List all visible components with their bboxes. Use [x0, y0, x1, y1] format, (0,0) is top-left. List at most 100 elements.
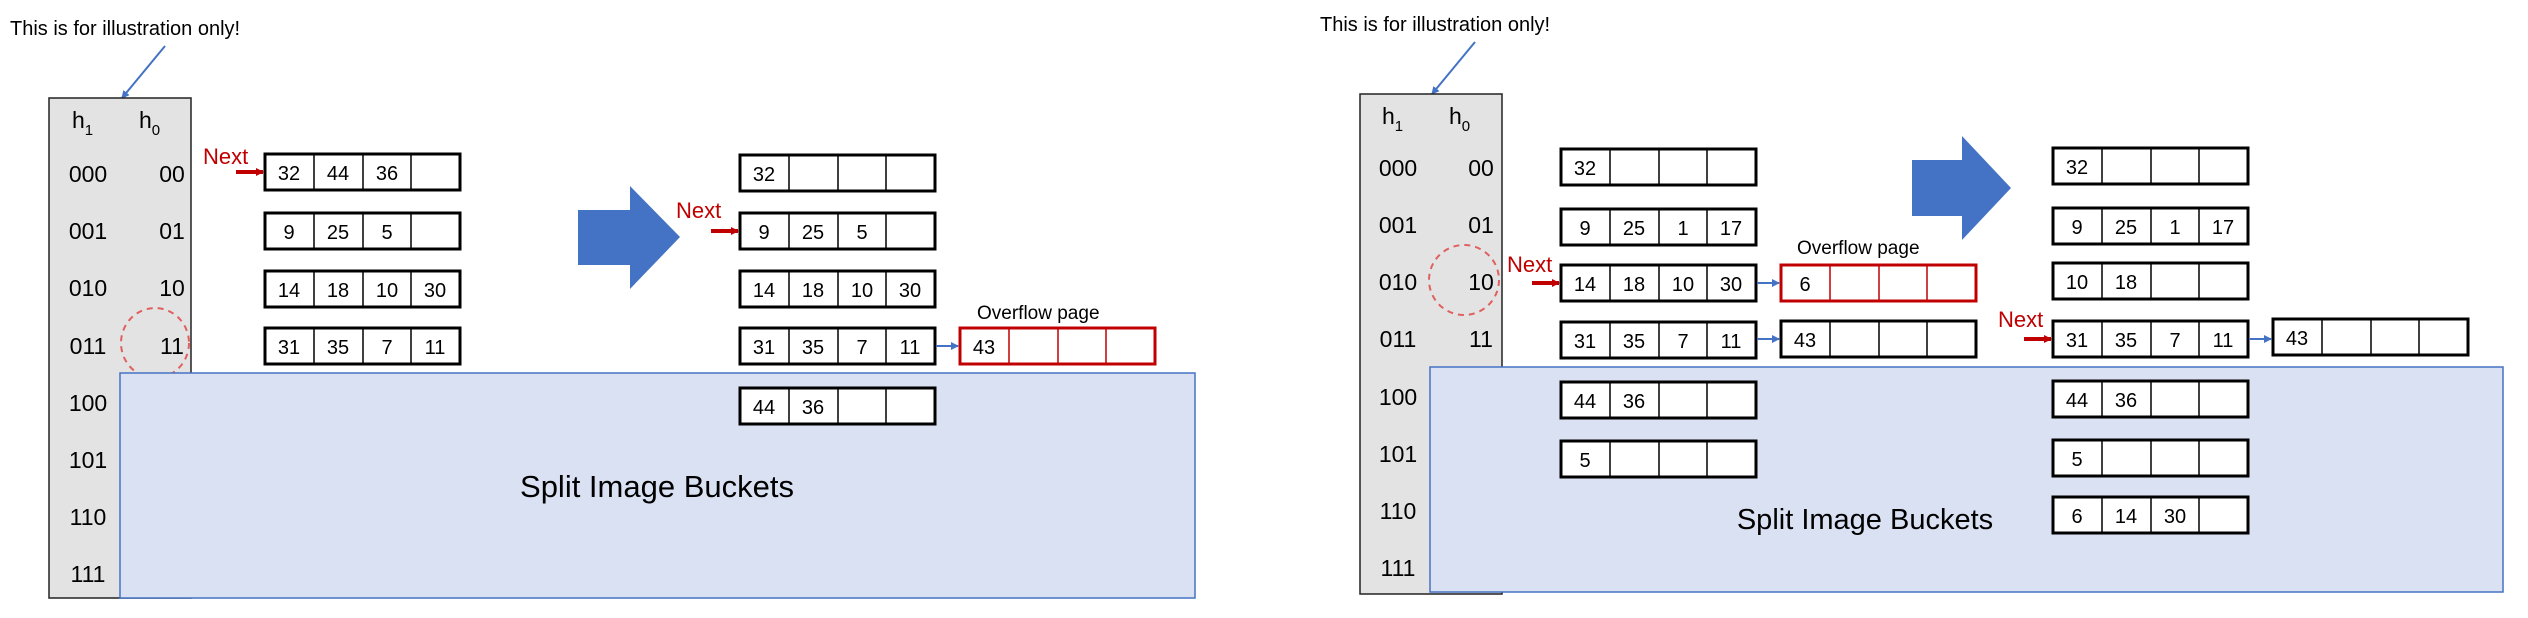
- directory-row: 001 01: [1379, 212, 1494, 238]
- h0-header: h0: [1449, 103, 1470, 135]
- h1-value: 100: [1379, 384, 1417, 410]
- bucket-cell: 30: [2164, 506, 2186, 528]
- before-buckets: 32 9 25 1 17 14 18 10 30: [1559, 147, 1758, 479]
- bucket: 14 18 10 30: [263, 269, 462, 309]
- bucket: 31 35 7 11: [1559, 320, 1758, 360]
- h1-value: 010: [69, 275, 107, 301]
- h1-value: 001: [1379, 212, 1417, 238]
- h0-value: 11: [1469, 326, 1493, 352]
- illustration-note: This is for illustration only!: [10, 18, 240, 40]
- bucket: 9 25 5: [263, 211, 462, 251]
- h0-value: 00: [1468, 155, 1494, 181]
- directory-row: 110: [1380, 498, 1417, 524]
- next-label: Next: [1507, 252, 1552, 277]
- bucket: 44 36: [1559, 380, 1758, 420]
- bucket-cell: 44: [1574, 391, 1596, 413]
- h0-value: 01: [159, 218, 185, 244]
- bucket-cell: 11: [1721, 331, 1742, 353]
- transition-arrow: [1912, 136, 2011, 240]
- bucket: 31 35 7 11: [263, 326, 462, 366]
- bucket-cell: 9: [2071, 217, 2082, 239]
- bucket-cell: 32: [278, 163, 300, 185]
- h1-value: 011: [1380, 326, 1417, 352]
- bucket-cell: 25: [2115, 217, 2137, 239]
- bucket: 9 25 1 17: [1559, 207, 1758, 247]
- next-label: Next: [1998, 307, 2043, 332]
- h1-header: h1: [72, 107, 93, 139]
- bucket: 31 35 7 11: [738, 326, 937, 366]
- directory-row: 010 10: [69, 275, 185, 301]
- bucket-cell: 14: [1574, 274, 1596, 296]
- bucket: 32: [2051, 146, 2250, 186]
- bucket-cell: 35: [327, 337, 349, 359]
- h1-value: 101: [69, 447, 107, 473]
- overflow-page: 43: [1779, 319, 1978, 359]
- bucket-cell: 32: [753, 164, 775, 186]
- h1-value: 000: [69, 161, 107, 187]
- h1-value: 110: [70, 504, 107, 530]
- bucket-cell: 5: [381, 222, 392, 244]
- bucket-cell: 17: [1720, 218, 1742, 240]
- bucket: 9 25 5: [738, 211, 937, 251]
- h0-value: 10: [1468, 269, 1494, 295]
- bucket-cell: 10: [1672, 274, 1694, 296]
- h1-value: 111: [1381, 555, 1416, 581]
- bucket-cell: 25: [327, 222, 349, 244]
- bucket-cell: 7: [2169, 330, 2180, 352]
- h0-header: h0: [139, 107, 160, 139]
- bucket: 32 44 36: [263, 152, 462, 192]
- illustration-note: This is for illustration only!: [1320, 14, 1550, 36]
- next-label: Next: [676, 198, 721, 223]
- highlight-circle: [120, 307, 190, 379]
- transition-arrow: [578, 186, 680, 289]
- bucket-cell: 9: [1579, 218, 1590, 240]
- bucket-cell: 30: [1720, 274, 1742, 296]
- h1-header: h1: [1382, 103, 1403, 135]
- bucket-cell: 14: [2115, 506, 2137, 528]
- directory-row: 111: [71, 561, 106, 587]
- overflow-page-label: Overflow page: [977, 303, 1100, 324]
- bucket-cell: 30: [899, 280, 921, 302]
- left-panel: This is for illustration only! h1 h0 000…: [10, 18, 1196, 599]
- after-buckets: 32 9 25 5 14 18 10 30: [738, 153, 937, 426]
- h0-value: 01: [1468, 212, 1494, 238]
- bucket-cell: 32: [2066, 157, 2088, 179]
- directory-row: 011 11: [1380, 326, 1493, 352]
- directory-row: 101: [1379, 441, 1417, 467]
- h0-value: 10: [159, 275, 185, 301]
- bucket-cell: 6: [2071, 506, 2082, 528]
- bucket-cell: 25: [802, 222, 824, 244]
- overflow-page: 43: [958, 326, 1157, 366]
- bucket-cell: 44: [2066, 390, 2088, 412]
- overflow-page: 43: [2271, 317, 2470, 357]
- bucket-cell: 31: [2066, 330, 2088, 352]
- highlight-circle: [1428, 244, 1500, 316]
- bucket: 5: [2051, 438, 2250, 478]
- split-image-region: [119, 372, 1196, 599]
- h1-value: 000: [1379, 155, 1417, 181]
- overflow-page: 6: [1779, 263, 1978, 303]
- h1-value: 011: [70, 333, 107, 359]
- bucket-cell: 9: [758, 222, 769, 244]
- h1-value: 111: [71, 561, 106, 587]
- bucket-cell: 35: [1623, 331, 1645, 353]
- bucket-cell: 10: [376, 280, 398, 302]
- bucket: 32: [1559, 147, 1758, 187]
- h1-value: 101: [1379, 441, 1417, 467]
- h0-value: 00: [159, 161, 185, 187]
- bucket: 9 25 1 17: [2051, 206, 2250, 246]
- bucket-cell: 7: [1677, 331, 1688, 353]
- directory-row: 111: [1381, 555, 1416, 581]
- bucket-cell: 31: [278, 337, 300, 359]
- split-image-label: Split Image Buckets: [520, 469, 794, 504]
- bucket-cell: 36: [2115, 390, 2137, 412]
- before-buckets: 32 44 36 9 25 5 14 18 10 30: [263, 152, 462, 366]
- bucket-cell: 7: [856, 337, 867, 359]
- directory-row: 100: [1379, 384, 1417, 410]
- bucket-cell: 18: [327, 280, 349, 302]
